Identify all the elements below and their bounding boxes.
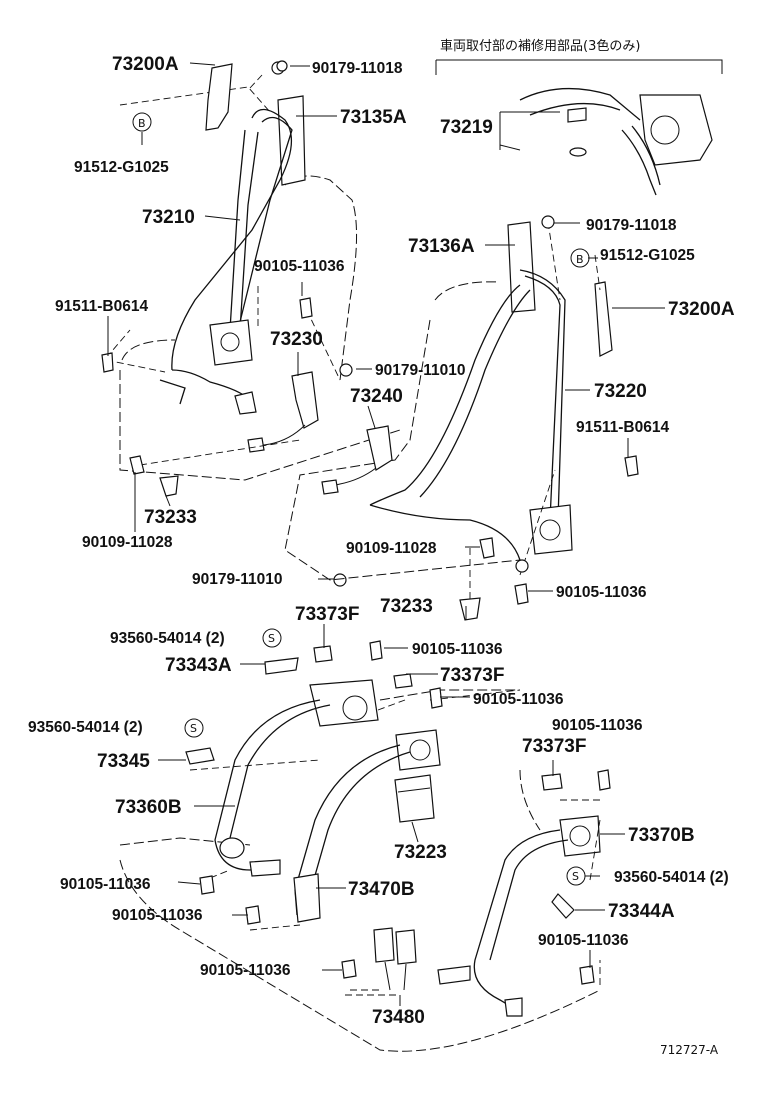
label-73200A: 73200A — [668, 299, 735, 320]
symbol-s: S — [572, 870, 579, 883]
leader-lines — [107, 62, 665, 1006]
symbol-s-circle — [184, 718, 204, 738]
bolt-icon — [129, 455, 145, 475]
symbol-s: S — [268, 632, 275, 645]
label-90179-11018: 90179-11018 — [586, 217, 677, 234]
label-73373F: 73373F — [295, 604, 359, 625]
label-73135A: 73135A — [340, 107, 407, 128]
label-90105-11036: 90105-11036 — [112, 907, 203, 924]
rear-seat-group — [119, 640, 611, 1052]
bolt-icon — [624, 455, 639, 477]
label-73200A: 73200A — [112, 54, 179, 75]
label-73233: 73233 — [144, 507, 197, 528]
nut-icon — [276, 60, 288, 72]
label-73344A: 73344A — [608, 901, 675, 922]
bolt-icon — [479, 537, 495, 559]
left-seat-group — [101, 61, 401, 587]
symbol-b: B — [138, 117, 146, 130]
label-93560-54014: 93560-54014 (2) — [614, 869, 729, 886]
bolt-icon — [101, 352, 114, 373]
label-93560-54014: 93560-54014 (2) — [28, 719, 143, 736]
label-73470B: 73470B — [348, 879, 415, 900]
label-73223: 73223 — [394, 842, 447, 863]
label-93560-54014: 93560-54014 (2) — [110, 630, 225, 647]
bolt-icon — [429, 687, 443, 709]
nut-icon — [541, 215, 555, 229]
bolt-icon — [199, 875, 215, 895]
label-73345: 73345 — [97, 751, 150, 772]
label-90179-11010: 90179-11010 — [375, 362, 466, 379]
label-91511-B0614: 91511-B0614 — [576, 419, 669, 436]
label-90105-11036: 90105-11036 — [556, 584, 647, 601]
bolt-icon — [369, 640, 383, 661]
symbol-s-circle — [566, 866, 586, 886]
label-73360B: 73360B — [115, 797, 182, 818]
label-73210: 73210 — [142, 207, 195, 228]
label-73480: 73480 — [372, 1007, 425, 1028]
bolt-icon — [514, 583, 529, 605]
nut-icon — [339, 363, 353, 377]
right-seat-group — [284, 215, 639, 621]
label-90109-11028: 90109-11028 — [82, 534, 173, 551]
label-90105-11036: 90105-11036 — [200, 962, 291, 979]
symbol-b-circle — [132, 112, 152, 132]
symbol-s: S — [190, 722, 197, 735]
label-91511-B0614: 91511-B0614 — [55, 298, 148, 315]
label-90105-11036: 90105-11036 — [254, 258, 345, 275]
label-90105-11036: 90105-11036 — [412, 641, 503, 658]
nut-icon — [515, 559, 529, 573]
bolt-icon — [579, 965, 595, 985]
label-91512-G1025: 91512-G1025 — [600, 247, 695, 264]
label-73230: 73230 — [270, 329, 323, 350]
bolt-icon — [597, 769, 611, 791]
label-90109-11028: 90109-11028 — [346, 540, 437, 557]
label-90105-11036: 90105-11036 — [538, 932, 629, 949]
label-73370B: 73370B — [628, 825, 695, 846]
bolt-icon — [245, 905, 261, 925]
reference-code: 712727-A — [660, 1043, 719, 1057]
label-73373F: 73373F — [440, 665, 504, 686]
label-73220: 73220 — [594, 381, 647, 402]
label-91512-G1025: 91512-G1025 — [74, 159, 169, 176]
label-73136A: 73136A — [408, 236, 475, 257]
symbol-s-circle — [262, 628, 282, 648]
label-73233: 73233 — [380, 596, 433, 617]
label-73343A: 73343A — [165, 655, 232, 676]
label-73373F: 73373F — [522, 736, 586, 757]
label-repair-note: 車両取付部の補修用部品(3色のみ) — [440, 38, 640, 54]
symbol-b-circle — [570, 248, 590, 268]
repair-parts-inset — [435, 59, 723, 196]
bolt-icon — [341, 959, 357, 979]
label-90105-11036: 90105-11036 — [60, 876, 151, 893]
symbol-b: B — [576, 253, 584, 266]
bolt-icon — [299, 297, 313, 319]
label-90179-11018: 90179-11018 — [312, 60, 403, 77]
label-90105-11036: 90105-11036 — [473, 691, 564, 708]
nut-icon — [333, 573, 347, 587]
label-90105-11036: 90105-11036 — [552, 717, 643, 734]
label-90179-11010: 90179-11010 — [192, 571, 283, 588]
label-73219: 73219 — [440, 117, 493, 138]
callout-labels: 73200A 90179-11018 73135A B 91512-G1025 … — [28, 38, 735, 1057]
label-73240: 73240 — [350, 386, 403, 407]
